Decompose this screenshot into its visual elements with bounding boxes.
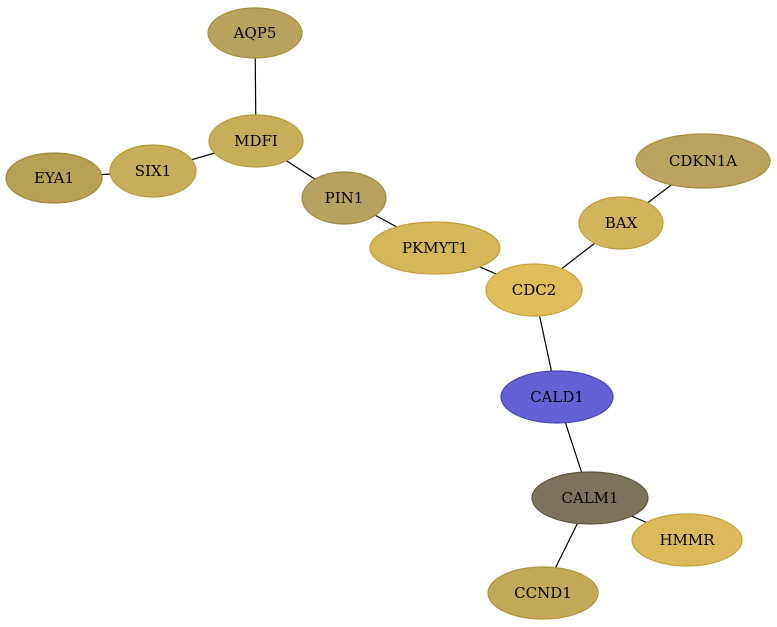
- node-pkmyt1[interactable]: PKMYT1: [369, 221, 501, 275]
- node-label: MDFI: [234, 132, 278, 150]
- node-mdfi[interactable]: MDFI: [208, 114, 304, 168]
- node-label: SIX1: [135, 162, 171, 180]
- node-label: BAX: [605, 214, 638, 232]
- node-cdkn1a[interactable]: CDKN1A: [635, 133, 771, 189]
- node-eya1[interactable]: EYA1: [5, 152, 103, 204]
- node-shape[interactable]: [578, 196, 664, 250]
- node-aqp5[interactable]: AQP5: [207, 7, 303, 59]
- node-shape[interactable]: [207, 7, 303, 59]
- node-bax[interactable]: BAX: [578, 196, 664, 250]
- node-cald1[interactable]: CALD1: [500, 370, 614, 424]
- node-shape[interactable]: [5, 152, 103, 204]
- node-hmmr[interactable]: HMMR: [631, 513, 743, 567]
- node-shape[interactable]: [208, 114, 304, 168]
- node-shape[interactable]: [485, 263, 583, 317]
- node-label: PIN1: [325, 189, 364, 207]
- node-label: EYA1: [34, 169, 74, 187]
- node-shape[interactable]: [301, 171, 387, 225]
- node-label: CDC2: [512, 281, 557, 299]
- node-cdc2[interactable]: CDC2: [485, 263, 583, 317]
- node-label: CALD1: [530, 388, 584, 406]
- node-shape[interactable]: [109, 144, 197, 198]
- node-six1[interactable]: SIX1: [109, 144, 197, 198]
- node-pin1[interactable]: PIN1: [301, 171, 387, 225]
- node-shape[interactable]: [635, 133, 771, 189]
- node-label: CDKN1A: [669, 152, 737, 170]
- node-shape[interactable]: [487, 566, 599, 620]
- node-label: CALM1: [561, 489, 618, 507]
- node-shape[interactable]: [500, 370, 614, 424]
- node-label: PKMYT1: [402, 239, 468, 257]
- node-ccnd1[interactable]: CCND1: [487, 566, 599, 620]
- node-label: AQP5: [233, 24, 277, 42]
- node-shape[interactable]: [369, 221, 501, 275]
- node-label: CCND1: [514, 584, 572, 602]
- node-shape[interactable]: [531, 471, 649, 525]
- node-shape[interactable]: [631, 513, 743, 567]
- node-calm1[interactable]: CALM1: [531, 471, 649, 525]
- node-label: HMMR: [659, 531, 715, 549]
